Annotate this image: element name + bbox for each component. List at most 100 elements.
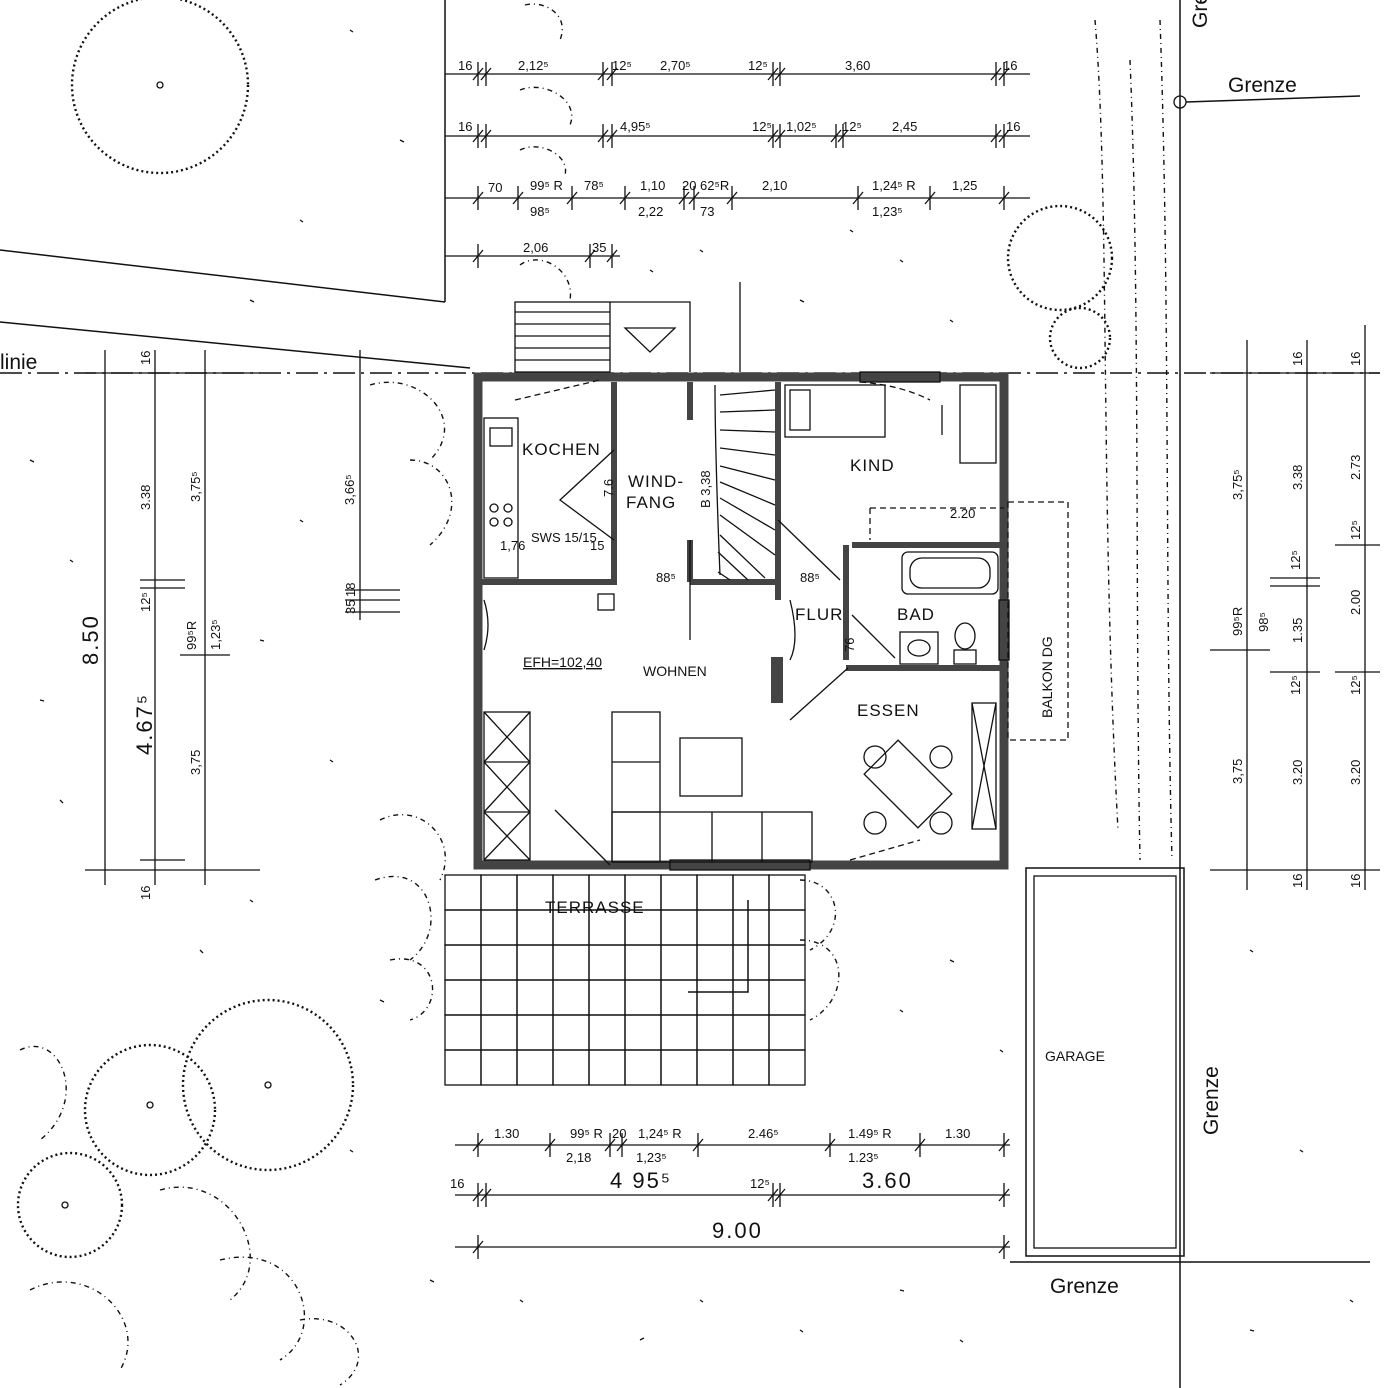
house [473, 282, 1069, 871]
dim-bottom-2-2: 12⁵ [750, 1176, 770, 1191]
dim-right-a-3: 98⁵ [1256, 612, 1271, 632]
dim-right-c-6: 16 [1348, 874, 1363, 888]
dim-inner-d2: 88⁵ [800, 570, 820, 585]
dim-left-c-1: 35 [343, 600, 358, 614]
terrace-tile [696, 1049, 734, 1086]
dim-top-3-5: 62⁵R [700, 178, 729, 193]
room-hall-label: FLUR [795, 605, 843, 624]
terrace-tile [732, 944, 770, 981]
dining-furniture [863, 702, 997, 835]
terrace-tile [588, 944, 626, 981]
dim-right-a-2: 99⁵R [1230, 607, 1245, 636]
dim-bottom-1-0: 1.30 [494, 1126, 519, 1141]
dim-inner-stair: B 3,38 [698, 470, 713, 508]
landscape [16, 0, 1354, 1386]
terrace-tile [588, 979, 626, 1016]
garage-label: GARAGE [1045, 1048, 1105, 1064]
room-windfang-label-1: WIND- [628, 472, 684, 491]
dim-bottom-1-5: 1.49⁵ R [848, 1126, 892, 1141]
terrace-tile [552, 979, 590, 1016]
tree-bottom-small [16, 1151, 124, 1259]
dimension-lines [85, 62, 1380, 1259]
dim-top-1-4: 12⁵ [748, 58, 768, 73]
terrace-tile [768, 874, 806, 911]
terrace-tile [660, 979, 698, 1016]
terrace-tile [696, 944, 734, 981]
dim-right-a-4: 3,75 [1230, 759, 1245, 784]
terrace-tile [768, 909, 806, 946]
terrace-tile [624, 1049, 662, 1086]
dim-right-c-4: 12⁵ [1348, 675, 1363, 695]
terrace-tile [660, 909, 698, 946]
dim-top-3b-2: 73 [700, 204, 714, 219]
tree-bottom-big [181, 998, 355, 1172]
terrace-tile [624, 1014, 662, 1051]
dim-bottom-1-4: 2.46⁵ [748, 1126, 779, 1141]
dim-bottom-1-3: 1,24⁵ R [638, 1126, 682, 1141]
dim-top-1-0: 16 [458, 58, 472, 73]
dim-right-b-6: 16 [1290, 874, 1305, 888]
terrace-tile [516, 944, 554, 981]
terrace-tile [768, 944, 806, 981]
dim-bottom-1-1: 99⁵ R [570, 1126, 603, 1141]
terrace-tile [552, 1049, 590, 1086]
dim-top-3-6: 2,10 [762, 178, 787, 193]
kitchen-fittings [483, 379, 601, 579]
dim-left-b-0: 3,75⁵ [188, 471, 203, 502]
dim-right-b-5: 3.20 [1290, 760, 1305, 785]
dim-right-b-2: 12⁵ [1288, 550, 1303, 570]
shrubs-terrace-right [799, 879, 840, 1021]
terrace-tile [696, 1014, 734, 1051]
terrace-tile [768, 979, 806, 1016]
child-room-furniture [784, 384, 1004, 540]
dim-left-b-2: 1,23⁵ [208, 619, 223, 650]
terrace-tile [732, 1014, 770, 1051]
bathroom-fittings [899, 551, 999, 665]
dim-right-a-1: 3,75⁵ [1230, 469, 1245, 500]
dim-top-1-2: 12⁵ [612, 58, 632, 73]
dim-left-a-3: 4.67⁵ [132, 693, 157, 755]
terrace-tile [624, 979, 662, 1016]
dim-bottom-total: 9.00 [712, 1218, 763, 1243]
dim-right-c-5: 3.20 [1348, 760, 1363, 785]
dim-left-a-2: 12⁵ [138, 592, 153, 612]
dim-top-3b-0: 98⁵ [530, 204, 550, 219]
tree-right [1006, 204, 1114, 312]
dim-top-2-1: 4,95⁵ [620, 119, 651, 134]
tree-right-small [1048, 306, 1112, 370]
terrace-tile [696, 909, 734, 946]
linie-label: linie [0, 351, 37, 374]
dim-left-a-0: 16 [138, 351, 153, 365]
shrubs-bottom-left [19, 1045, 360, 1386]
tree-top-left [70, 0, 250, 175]
terrace-tile [516, 1049, 554, 1086]
terrace-tile [732, 874, 770, 911]
dim-left-c-0: 3,66⁵ [342, 474, 357, 505]
grenze-bottom-label: Grenze [1050, 1275, 1119, 1298]
room-dining-label: ESSEN [857, 701, 920, 720]
room-child-label: KIND [850, 456, 895, 475]
dim-top-3-3: 1,10 [640, 178, 665, 193]
dim-bottom-1b-1: 1,23⁵ [636, 1150, 667, 1165]
terrace-tile [480, 979, 518, 1016]
dim-top-3-2: 78⁵ [584, 178, 604, 193]
room-living-label: WOHNEN [643, 663, 707, 679]
dim-top-2-5: 2,45 [892, 119, 917, 134]
shrubs-house-left [369, 381, 453, 546]
dim-right-c-0: 16 [1348, 352, 1363, 366]
dim-left-a-1: 3.38 [138, 485, 153, 510]
dim-top-2-2: 12⁵ [752, 119, 772, 134]
dim-left-total: 8.50 [78, 614, 103, 665]
balcony-label: BALKON DG [1039, 636, 1055, 718]
terrace-tile [444, 874, 482, 911]
dim-top-3b-1: 2,22 [638, 204, 663, 219]
dim-top-3-8: 1,25 [952, 178, 977, 193]
dimension-labels: 16 2,12⁵ 12⁵ 2,70⁵ 12⁵ 3,60 16 16 4,95⁵ … [78, 58, 1363, 1243]
dim-top-1-3: 2,70⁵ [660, 58, 691, 73]
dim-bottom-1-2: 20 [612, 1126, 626, 1141]
dim-top-3-1: 99⁵ R [530, 178, 563, 193]
dim-bottom-1b-2: 1.23⁵ [848, 1150, 879, 1165]
terrace-tile [624, 944, 662, 981]
dim-bottom-2-1: 4 95⁵ [610, 1168, 672, 1193]
